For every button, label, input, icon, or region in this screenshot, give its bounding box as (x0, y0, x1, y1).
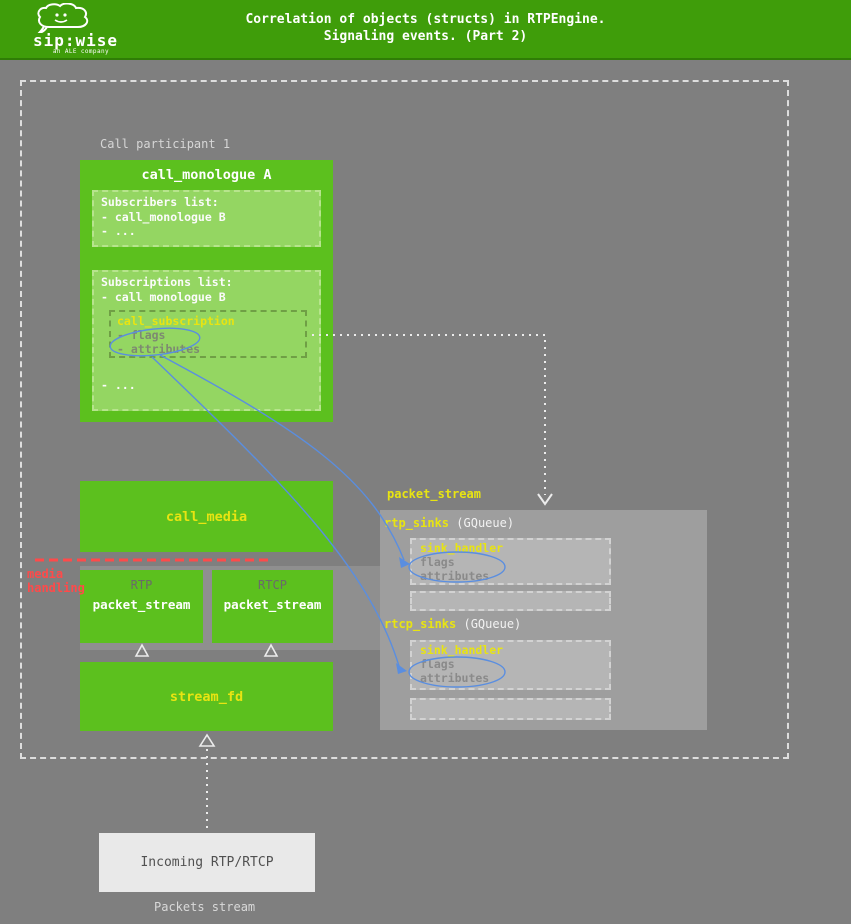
rtcp-packet-stream-title: packet_stream (223, 597, 322, 612)
packets-stream-caption: Packets stream (154, 900, 256, 914)
rtcp-label: RTCP (258, 578, 287, 592)
subscriptions-list-box: Subscriptions list: - call monologue B c… (92, 270, 321, 411)
call-media-box: call_media (80, 481, 333, 552)
rtcp-sink-handler-title: sink_handler (420, 643, 504, 657)
call-subscription-title: call_subscription (117, 314, 235, 328)
sipwise-logo: sip:wise an ALE company (33, 3, 121, 55)
rtp-sink-empty-slot (410, 591, 611, 611)
subscriptions-item: - call monologue B (101, 289, 226, 304)
call-subscription-field-flags: - flags (117, 328, 166, 342)
media-handling-line-1: media (27, 567, 64, 581)
rtp-sink-handler-title: sink_handler (420, 541, 504, 555)
rtp-packet-stream-title: packet_stream (92, 597, 191, 612)
incoming-title: Incoming RTP/RTCP (140, 855, 274, 870)
speech-bubble-icon (37, 3, 89, 33)
title-line-2: Signaling events. (Part 2) (323, 29, 528, 44)
rtcp-sinks-type: (GQueue) (463, 617, 522, 631)
rtp-sinks-name: rtp_sinks (384, 516, 450, 530)
call-subscription-field-attributes: - attributes (117, 342, 201, 356)
rtcp-sinks-header: rtcp_sinks (GQueue) (384, 617, 521, 631)
brand-subtitle: an ALE company (52, 48, 109, 55)
packet-stream-panel: rtp_sinks (GQueue) sink_handler flags at… (380, 510, 707, 730)
rtp-packet-stream-box: RTP packet_stream (80, 570, 203, 643)
rtp-sink-handler-box: sink_handler flags attributes (410, 538, 611, 585)
subscribers-list-box: Subscribers list: - call_monologue B - .… (92, 190, 321, 247)
rtp-sinks-type: (GQueue) (456, 516, 515, 530)
subscribers-title: Subscribers list: (101, 195, 219, 209)
rtcp-sink-handler-box: sink_handler flags attributes (410, 640, 611, 690)
packet-stream-panel-label: packet_stream (387, 487, 481, 501)
rtp-sink-handler-attributes: attributes (420, 569, 490, 583)
rtcp-sinks-name: rtcp_sinks (384, 617, 457, 631)
rtcp-sink-empty-slot (410, 698, 611, 720)
rtcp-packet-stream-box: RTCP packet_stream (212, 570, 333, 643)
stream-fd-title: stream_fd (169, 688, 244, 705)
subscriptions-more: - ... (101, 378, 136, 392)
rtp-sink-handler-flags: flags (420, 555, 455, 569)
subscribers-item: - call_monologue B (101, 209, 226, 224)
participant-label: Call participant 1 (100, 137, 231, 151)
subscribers-item: - ... (101, 224, 136, 238)
header-bar: sip:wise an ALE company Correlation of o… (0, 0, 851, 60)
outer-dashed-frame (20, 80, 789, 759)
incoming-rtp-rtcp-box: Incoming RTP/RTCP (99, 833, 315, 892)
brand-name: sip:wise (33, 31, 119, 50)
call-monologue-box: call_monologue A Subscribers list: - cal… (80, 160, 333, 422)
rtcp-sink-handler-attributes: attributes (420, 671, 490, 685)
call-media-title: call_media (165, 508, 248, 525)
media-handling-label: media handling (27, 567, 85, 595)
rtcp-sink-handler-flags: flags (420, 657, 455, 671)
media-handling-line-2: handling (27, 581, 85, 595)
page-title: Correlation of objects (structs) in RTPE… (0, 11, 851, 45)
stream-fd-box: stream_fd (80, 662, 333, 731)
call-monologue-title: call_monologue A (141, 167, 272, 183)
call-subscription-box: call_subscription - flags - attributes (109, 310, 307, 358)
subscriptions-title: Subscriptions list: (101, 275, 233, 289)
rtp-sinks-header: rtp_sinks (GQueue) (384, 516, 514, 530)
rtp-label: RTP (130, 578, 153, 592)
title-line-1: Correlation of objects (structs) in RTPE… (245, 12, 606, 27)
